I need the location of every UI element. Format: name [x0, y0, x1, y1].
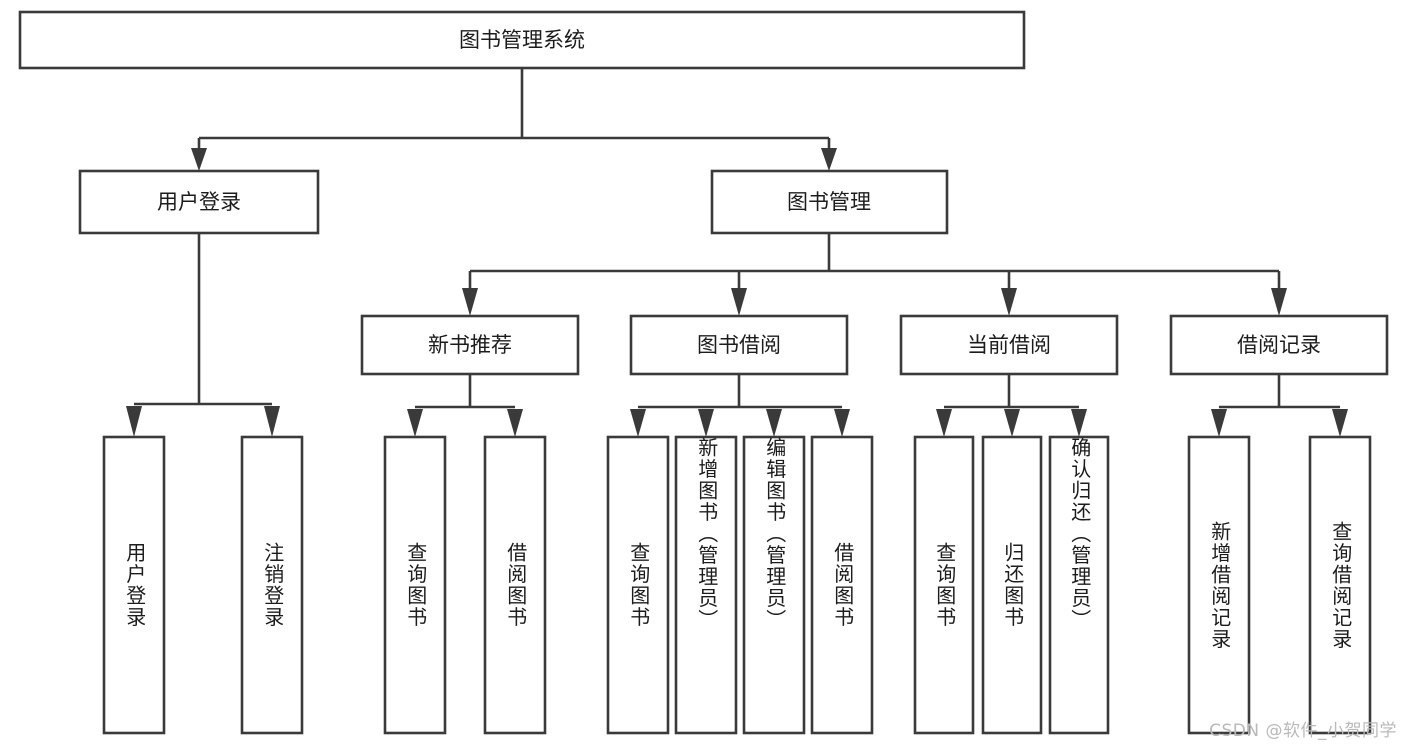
connector-group-root [191, 68, 837, 171]
connector-group-user-login [126, 233, 280, 437]
node-current-borrow-label: 当前借阅 [967, 333, 1051, 357]
arrowhead-leaf-query-book-1 [407, 409, 423, 437]
arrowhead-borrow-record [1271, 288, 1287, 316]
arrowhead-leaf-logout [264, 406, 280, 437]
arrowhead-leaf-borrow-book-1 [507, 409, 523, 437]
leaf-box-edit-book[interactable] [742, 435, 806, 735]
connector-group-current-borrow [936, 374, 1087, 437]
leaf-box-group [102, 435, 1372, 735]
node-book-borrow-box[interactable] [629, 314, 849, 376]
leaf-box-query-record[interactable] [1308, 435, 1372, 735]
node-current-borrow[interactable]: 当前借阅 [899, 314, 1119, 376]
connector-group-book-borrow [630, 374, 850, 437]
node-new-book-recommend-label: 新书推荐 [428, 333, 512, 357]
node-book-borrow[interactable]: 图书借阅 [629, 314, 849, 376]
leaf-box-query-book-1[interactable] [383, 435, 447, 735]
leaf-box-logout[interactable] [240, 435, 304, 735]
arrowhead-leaf-edit-book [766, 409, 782, 437]
leaf-box-query-book-3[interactable] [913, 435, 975, 735]
arrowhead-user-login [191, 148, 207, 171]
node-book-management-box[interactable] [710, 169, 949, 235]
arrowhead-leaf-user-login [126, 406, 142, 437]
node-user-login-box[interactable] [78, 169, 320, 235]
node-book-management[interactable]: 图书管理 [710, 169, 949, 235]
node-book-management-label: 图书管理 [787, 190, 871, 214]
arrowhead-book-borrow [731, 288, 747, 316]
arrowhead-leaf-query-record [1332, 409, 1348, 437]
leaf-box-return-book[interactable] [981, 435, 1043, 735]
node-root-system-box[interactable] [18, 10, 1026, 70]
arrowhead-leaf-add-book [698, 409, 714, 437]
node-root-system[interactable]: 图书管理系统 [18, 10, 1026, 70]
arrowhead-leaf-confirm-return [1071, 409, 1087, 437]
node-user-login[interactable]: 用户登录 [78, 169, 320, 235]
node-borrow-record-label: 借阅记录 [1237, 333, 1321, 357]
connector-group-new-book-rec [407, 374, 523, 437]
watermark-text: CSDN @软件_小贺同学 [1209, 721, 1397, 741]
arrowhead-leaf-query-book-2 [630, 409, 646, 437]
node-borrow-record[interactable]: 借阅记录 [1169, 314, 1389, 376]
arrowhead-leaf-add-record [1211, 409, 1227, 437]
leaf-box-confirm-return[interactable] [1048, 435, 1110, 735]
leaf-box-add-record[interactable] [1187, 435, 1251, 735]
connector-group-borrow-record [1211, 374, 1348, 437]
arrowhead-leaf-borrow-book-2 [834, 409, 850, 437]
arrowhead-new-book-rec [462, 288, 478, 316]
node-book-borrow-label: 图书借阅 [697, 333, 781, 357]
arrowhead-book-mgmt [821, 148, 837, 171]
node-current-borrow-box[interactable] [899, 314, 1119, 376]
arrowhead-leaf-query-book-3 [936, 409, 952, 437]
leaf-box-borrow-book-2[interactable] [810, 435, 874, 735]
leaf-box-query-book-2[interactable] [606, 435, 670, 735]
node-borrow-record-box[interactable] [1169, 314, 1389, 376]
leaf-box-add-book[interactable] [674, 435, 738, 735]
connector-group-book-mgmt [462, 233, 1287, 316]
node-new-book-recommend[interactable]: 新书推荐 [360, 314, 580, 376]
leaf-box-borrow-book-1[interactable] [483, 435, 547, 735]
arrowhead-leaf-return-book [1004, 409, 1020, 437]
arrowhead-current-borrow [1001, 288, 1017, 316]
node-new-book-recommend-box[interactable] [360, 314, 580, 376]
node-root-system-label: 图书管理系统 [459, 28, 585, 52]
leaf-box-user-login[interactable] [102, 435, 166, 735]
node-user-login-label: 用户登录 [157, 190, 241, 214]
